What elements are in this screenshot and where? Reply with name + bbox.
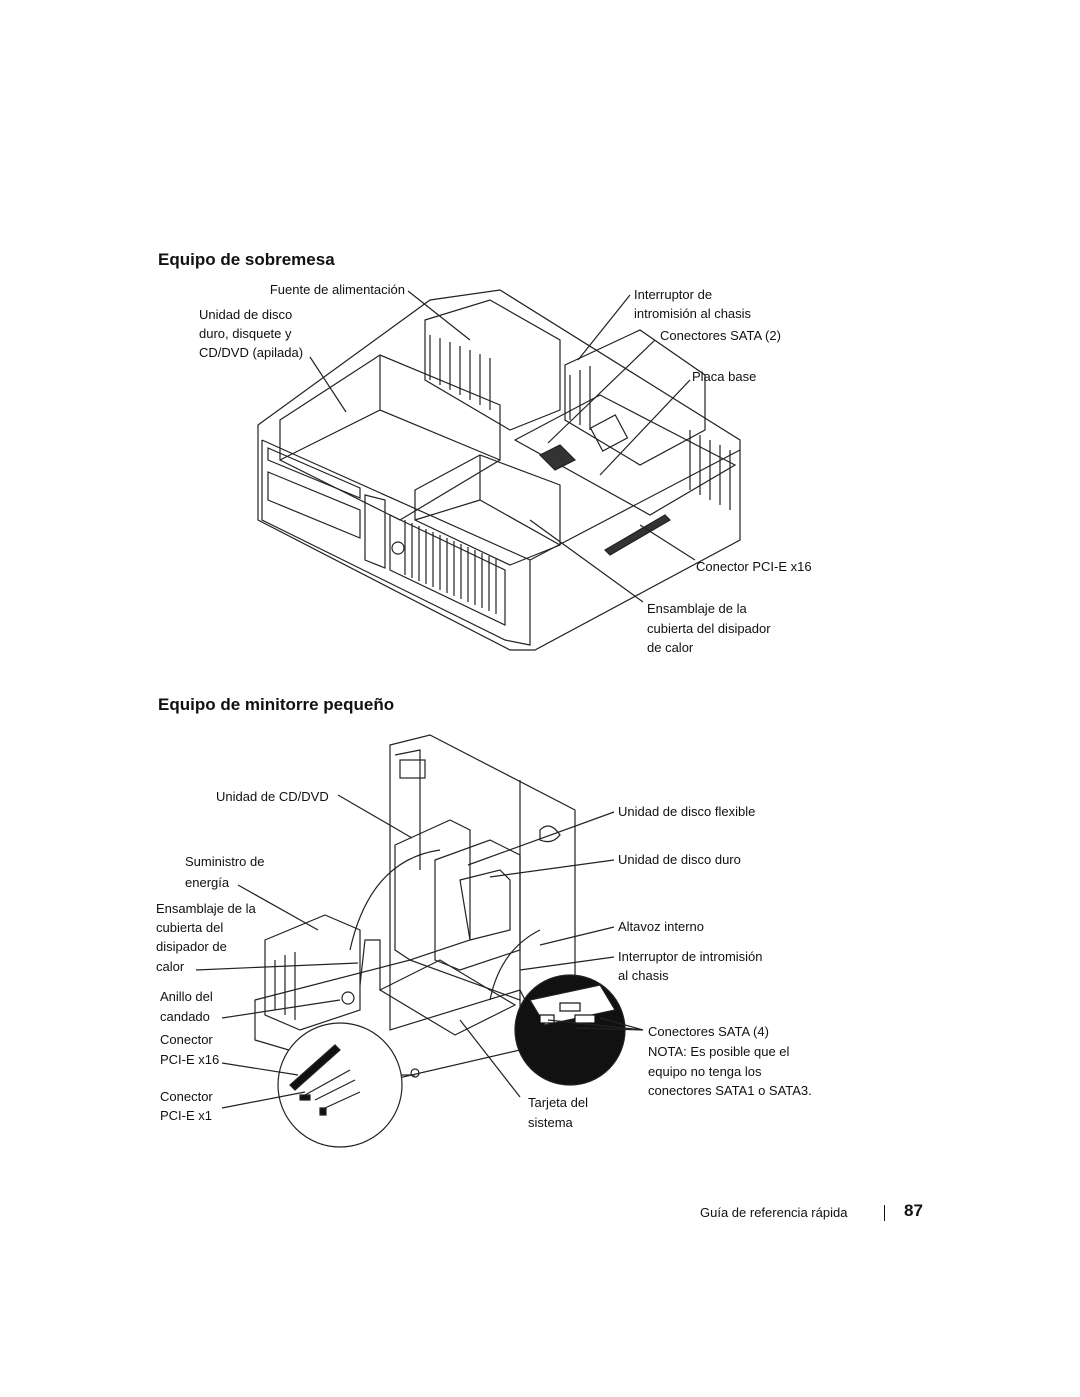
note-text-1: Es posible que el bbox=[690, 1044, 790, 1059]
label-drives-line1: Unidad de disco bbox=[199, 307, 293, 322]
note-line2: equipo no tenga los bbox=[648, 1064, 762, 1079]
label-motherboard: Placa base bbox=[692, 369, 757, 384]
label-pcie1-line1: Conector bbox=[160, 1089, 213, 1104]
label-mt-intrusion-line2: al chasis bbox=[618, 968, 669, 983]
label-power-supply: Fuente de alimentación bbox=[269, 282, 405, 297]
note-label: NOTA: bbox=[648, 1044, 687, 1059]
label-mt-heatsink-line1: Ensamblaje de la bbox=[156, 901, 256, 916]
label-heatsink-line3: de calor bbox=[647, 640, 694, 655]
label-drives-line3: CD/DVD (apilada) bbox=[199, 345, 304, 360]
label-intrusion-line2: intromisión al chasis bbox=[634, 306, 752, 321]
label-mt-sata: Conectores SATA (4) bbox=[648, 1024, 769, 1039]
label-pcie16-line1: Conector bbox=[160, 1032, 213, 1047]
label-pcie-x16: Conector PCI-E x16 bbox=[696, 559, 812, 574]
label-cddvd: Unidad de CD/DVD bbox=[216, 789, 329, 804]
label-sata-connectors: Conectores SATA (2) bbox=[660, 328, 781, 343]
label-heatsink-line1: Ensamblaje de la bbox=[647, 601, 747, 616]
minitower-heading: Equipo de minitorre pequeño bbox=[158, 695, 395, 714]
label-pcie1-line2: PCI-E x1 bbox=[160, 1108, 213, 1123]
label-mt-heatsink-line4: calor bbox=[156, 959, 185, 974]
label-padlock-line1: Anillo del bbox=[160, 989, 213, 1004]
label-pcie16-line2: PCI-E x16 bbox=[160, 1052, 220, 1067]
label-heatsink-line2: cubierta del disipador bbox=[647, 621, 771, 636]
label-padlock-line2: candado bbox=[160, 1009, 210, 1024]
label-intrusion-line1: Interruptor de bbox=[634, 287, 713, 302]
label-drives-line2: duro, disquete y bbox=[199, 326, 292, 341]
desktop-chassis-illustration bbox=[257, 289, 741, 651]
label-floppy: Unidad de disco flexible bbox=[618, 804, 756, 819]
label-power-line1: Suministro de bbox=[185, 854, 265, 869]
note-line1: NOTA: Es posible que el bbox=[648, 1042, 789, 1062]
note-line3: conectores SATA1 o SATA3. bbox=[648, 1083, 812, 1098]
label-mt-intrusion-line1: Interruptor de intromisión bbox=[618, 949, 763, 964]
label-mt-heatsink-line2: cubierta del bbox=[156, 920, 224, 935]
label-system-board-line2: sistema bbox=[528, 1115, 573, 1130]
label-speaker: Altavoz interno bbox=[618, 919, 704, 934]
label-system-board-line1: Tarjeta del bbox=[528, 1095, 588, 1110]
desktop-heading: Equipo de sobremesa bbox=[158, 250, 335, 269]
label-power-line2: energía bbox=[185, 875, 230, 890]
footer-separator bbox=[884, 1205, 885, 1221]
label-hdd: Unidad de disco duro bbox=[618, 852, 741, 867]
minitower-chassis-illustration bbox=[195, 734, 644, 1148]
page-number: 87 bbox=[904, 1201, 923, 1220]
footer-guide-title: Guía de referencia rápida bbox=[700, 1205, 848, 1220]
label-mt-heatsink-line3: disipador de bbox=[156, 939, 227, 954]
